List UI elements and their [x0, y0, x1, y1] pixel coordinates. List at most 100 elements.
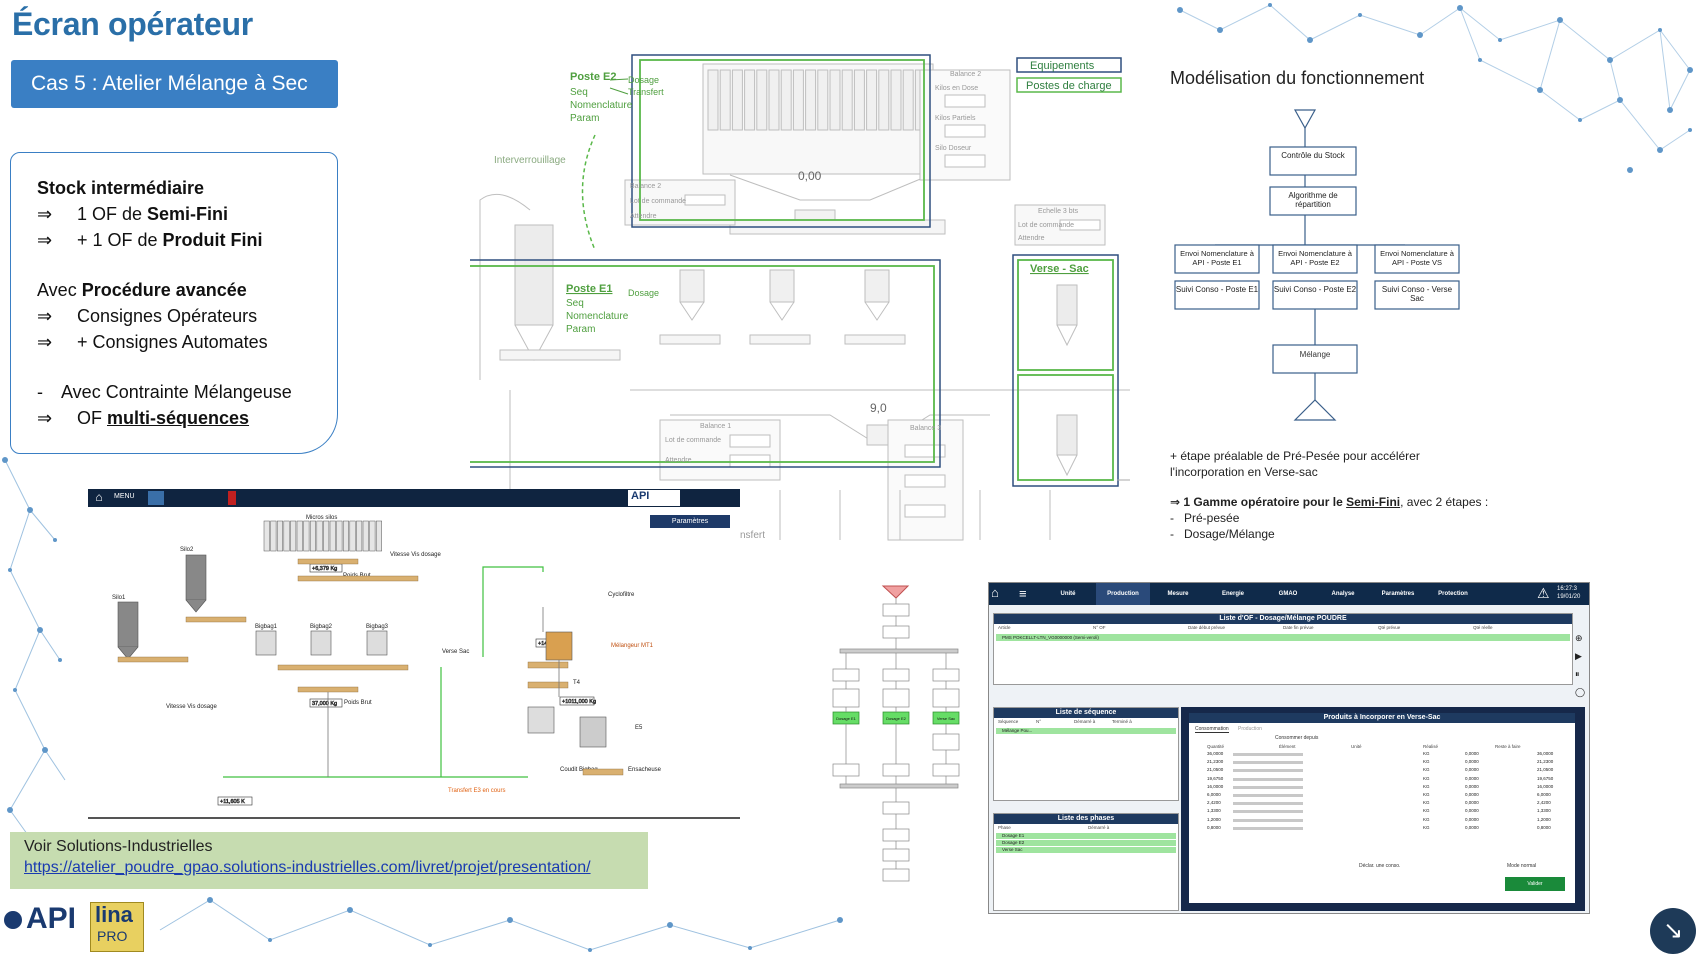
- cell-realise: 0,0000: [1465, 759, 1479, 765]
- home-icon[interactable]: ⌂: [95, 490, 103, 504]
- params-button[interactable]: Paramètres: [650, 515, 730, 528]
- of-row[interactable]: PMS POKCELLT-LTN_VG0000000 (Semi-veroli): [996, 634, 1570, 641]
- stock-line-7: ⇒OF multi-séquences: [37, 408, 250, 428]
- micro-silo: [296, 520, 303, 552]
- cell-reste: 21,2300: [1537, 759, 1554, 765]
- svg-text:+11,605 K: +11,605 K: [220, 799, 245, 805]
- scada-screen: ⌂ MENU API Paramètres Micros silos Vites…: [88, 489, 740, 819]
- box-suivi-e1: Suivi Conso - Poste E1: [1175, 285, 1259, 294]
- svg-text:Echelle 3 bts: Echelle 3 bts: [1038, 208, 1079, 215]
- micro-silo: [362, 520, 369, 552]
- micro-silo: [756, 69, 768, 131]
- column-header: Séquence: [998, 719, 1019, 724]
- box-envoi-e1: Envoi Nomenclature à API - Poste E1: [1180, 249, 1254, 267]
- column-header: Quantité: [1207, 744, 1225, 749]
- menu-icon[interactable]: ≡: [1019, 586, 1027, 601]
- menu-button[interactable]: MENU: [114, 493, 135, 500]
- micro-silo: [719, 69, 731, 131]
- tab-energie[interactable]: Energie: [1221, 591, 1244, 597]
- mode-normal[interactable]: Mode normal: [1507, 863, 1537, 869]
- svg-text:Vitesse Vis dosage: Vitesse Vis dosage: [166, 704, 217, 710]
- next-slide-button[interactable]: ↘: [1650, 908, 1696, 954]
- stock-line-2: ⇒+ 1 OF de Produit Fini: [37, 230, 263, 250]
- micro-silo: [290, 520, 297, 552]
- svg-text:Silo Doseur: Silo Doseur: [935, 145, 972, 152]
- phase-row[interactable]: Dosage E1: [996, 833, 1176, 839]
- legend-equipements: Equipements: [1030, 60, 1095, 72]
- api-logo: API: [628, 490, 680, 506]
- tab-production[interactable]: Production: [1238, 726, 1262, 732]
- tab-gmao[interactable]: GMAO: [1278, 591, 1298, 597]
- products-title: Produits à Incorporer en Verse-Sac: [1189, 713, 1575, 723]
- micro-silo: [329, 520, 336, 552]
- box-suivi-vs: Suivi Conso - Verse Sac: [1381, 285, 1453, 303]
- cell-realise: 0,0000: [1465, 824, 1479, 830]
- micro-silo: [303, 520, 310, 552]
- tab-production[interactable]: Production: [1096, 583, 1150, 605]
- label-verse-sac: Verse - Sac: [1030, 263, 1089, 275]
- micro-silo: [780, 69, 792, 131]
- tab-consommation[interactable]: Consommation: [1195, 726, 1229, 733]
- products-panel: Produits à Incorporer en Verse-Sac Conso…: [1181, 707, 1585, 911]
- declar-button[interactable]: Déclar. une conso.: [1359, 863, 1401, 869]
- add-icon[interactable]: ⊕: [1575, 633, 1583, 643]
- play-icon[interactable]: ▶: [1575, 651, 1582, 661]
- svg-text:Bigbag2: Bigbag2: [310, 624, 333, 630]
- svg-text:Param: Param: [570, 113, 599, 124]
- svg-text:Lot de commande: Lot de commande: [1018, 222, 1074, 229]
- label-poste-e2: Poste E2: [570, 71, 616, 83]
- micro-silo: [853, 69, 865, 131]
- value-balance2: 0,00: [798, 169, 822, 183]
- micro-silo: [866, 69, 878, 131]
- box-melange: Mélange: [1300, 350, 1331, 359]
- tab-analyse[interactable]: Analyse: [1331, 591, 1355, 597]
- hopper: [679, 269, 705, 303]
- svg-text:Lot de commande: Lot de commande: [630, 198, 686, 205]
- phase-row[interactable]: Verse Sac: [996, 847, 1176, 853]
- pause-icon[interactable]: ⏸: [1575, 669, 1580, 679]
- solutions-link[interactable]: https://atelier_poudre_gpao.solutions-in…: [24, 859, 591, 876]
- svg-text:Cyclofiltre: Cyclofiltre: [608, 592, 635, 598]
- stock-line-1: ⇒1 OF de Semi-Fini: [37, 204, 229, 224]
- validate-button[interactable]: Valider: [1505, 877, 1565, 891]
- sequence-row[interactable]: Mélange Pou...: [996, 728, 1176, 734]
- tab-protection[interactable]: Protection: [1438, 591, 1468, 597]
- svg-text:Dosage: Dosage: [628, 75, 659, 85]
- cell-element-blurred: [1233, 793, 1303, 797]
- hopper-cone: [679, 301, 705, 321]
- tab-paramètres[interactable]: Paramètres: [1381, 591, 1415, 597]
- functional-model-diagram: Contrôle du Stock Algorithme de répartit…: [1174, 109, 1460, 421]
- cell-reste: 1,3300: [1537, 808, 1551, 814]
- case-banner: Cas 5 : Atelier Mélange à Sec: [11, 60, 338, 108]
- cell-element-blurred: [1233, 785, 1303, 789]
- cell-element-blurred: [1233, 826, 1303, 830]
- info-icon[interactable]: [148, 491, 164, 505]
- column-header: Phase: [998, 825, 1011, 830]
- cell-quantity: 21,0500: [1207, 767, 1224, 773]
- screw-conveyor: [749, 334, 811, 345]
- phase-row[interactable]: Dosage E2: [996, 840, 1176, 846]
- tab-mesure[interactable]: Mesure: [1167, 591, 1189, 597]
- cell-element-blurred: [1233, 769, 1303, 773]
- cell-quantity: 0,8000: [1207, 824, 1221, 830]
- column-header: Démarré à: [1088, 825, 1110, 830]
- sequence-list-title: Liste de séquence: [994, 708, 1178, 718]
- tab-unité[interactable]: Unité: [1060, 591, 1076, 597]
- home-icon[interactable]: ⌂: [991, 585, 999, 600]
- cell-element-blurred: [1233, 802, 1303, 806]
- value-balance1: 9,0: [870, 401, 887, 415]
- warning-icon[interactable]: ⚠: [1537, 585, 1550, 601]
- cell-element-blurred: [1233, 810, 1303, 814]
- stop-icon[interactable]: ◯: [1575, 687, 1586, 697]
